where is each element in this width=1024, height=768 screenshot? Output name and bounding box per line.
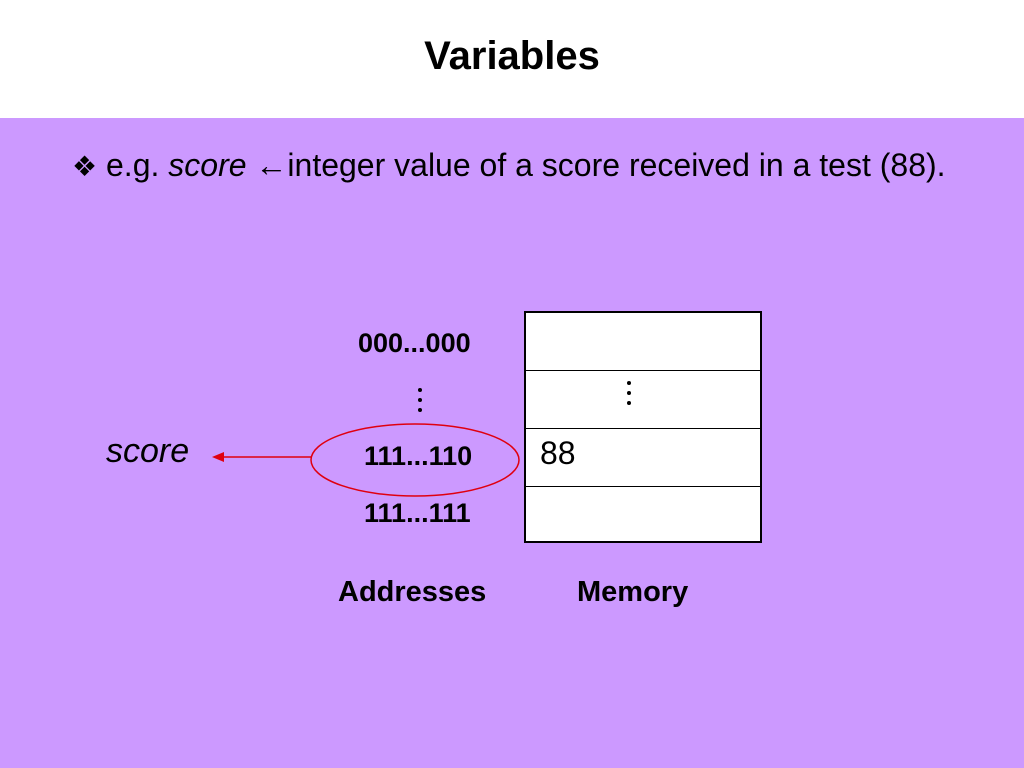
memory-value-score: 88 bbox=[540, 435, 576, 471]
memory-cell-score: 88 bbox=[526, 429, 760, 487]
bullet-prefix: e.g. bbox=[106, 147, 160, 183]
memory-cell bbox=[526, 371, 760, 429]
bullet-description: integer value of a score received in a t… bbox=[287, 147, 946, 183]
score-label: score bbox=[106, 432, 190, 470]
highlight-ellipse bbox=[310, 423, 520, 497]
memory-table: 88 bbox=[524, 311, 762, 543]
memory-caption: Memory bbox=[577, 576, 689, 608]
memory-cell bbox=[526, 313, 760, 371]
address-score: 111...110 bbox=[364, 441, 473, 471]
left-arrow-icon: ← bbox=[255, 147, 288, 183]
addresses-caption: Addresses bbox=[338, 576, 487, 608]
address-last: 111...111 bbox=[364, 498, 471, 528]
address-ellipsis-icon bbox=[418, 388, 424, 418]
diamond-bullet-icon: ❖ bbox=[72, 151, 98, 182]
memory-ellipsis-icon bbox=[627, 381, 633, 411]
slide-title: Variables bbox=[424, 34, 600, 78]
slide-content bbox=[0, 118, 1024, 768]
pointer-arrow-head-icon bbox=[212, 452, 224, 462]
bullet-variable: score bbox=[168, 147, 247, 183]
bullet-point: ❖ e.g. score ←integer value of a score r… bbox=[72, 142, 992, 190]
address-first: 000...000 bbox=[358, 328, 471, 358]
title-bar: Variables bbox=[0, 0, 1024, 118]
